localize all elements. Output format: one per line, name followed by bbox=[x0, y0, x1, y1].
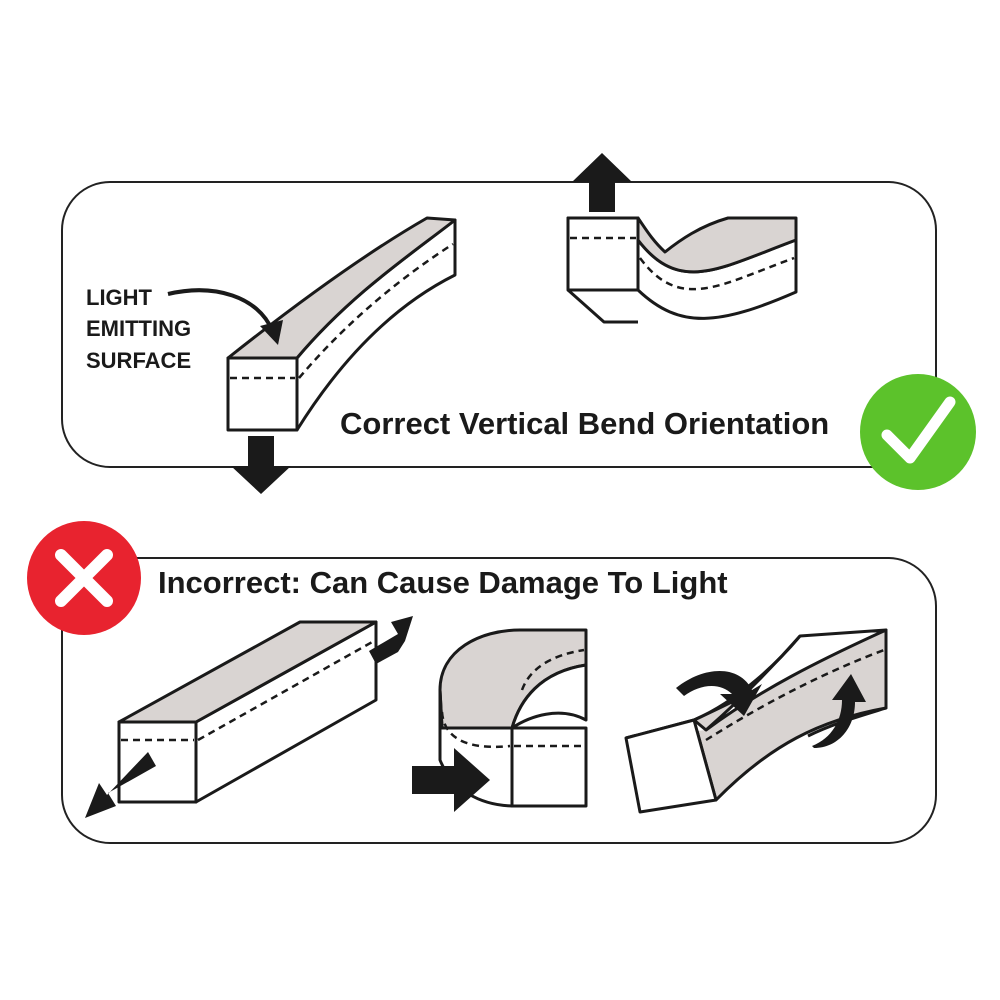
check-icon bbox=[860, 374, 976, 490]
surface-label-line-1: LIGHT bbox=[86, 285, 153, 310]
arrow-diagonal-up-right-icon bbox=[369, 616, 413, 664]
incorrect-caption: Incorrect: Can Cause Damage To Light bbox=[158, 565, 728, 600]
arrow-down-icon bbox=[231, 436, 291, 494]
surface-label-line-2: EMITTING bbox=[86, 316, 191, 341]
arrow-diagonal-down-left-icon bbox=[85, 752, 156, 818]
svg-text:LIGHT EMITTING SURFACE: LIGHT EMITTING SURFACE bbox=[86, 285, 197, 373]
incorrect-straight-strip bbox=[117, 620, 378, 804]
arrow-up-icon bbox=[572, 153, 632, 212]
correct-vertical-bend-strip-right bbox=[566, 216, 798, 324]
pointer-arrow-icon bbox=[167, 288, 274, 331]
rotate-arrow-bottom-icon bbox=[812, 674, 866, 748]
correct-vertical-bend-strip-left bbox=[226, 216, 457, 432]
incorrect-twisted-strip bbox=[624, 628, 888, 814]
arrow-right-icon bbox=[412, 748, 490, 812]
surface-label-line-3: SURFACE bbox=[86, 348, 191, 373]
cross-icon bbox=[27, 521, 141, 635]
correct-caption: Correct Vertical Bend Orientation bbox=[340, 406, 829, 441]
rotate-arrow-top-icon bbox=[676, 670, 762, 716]
